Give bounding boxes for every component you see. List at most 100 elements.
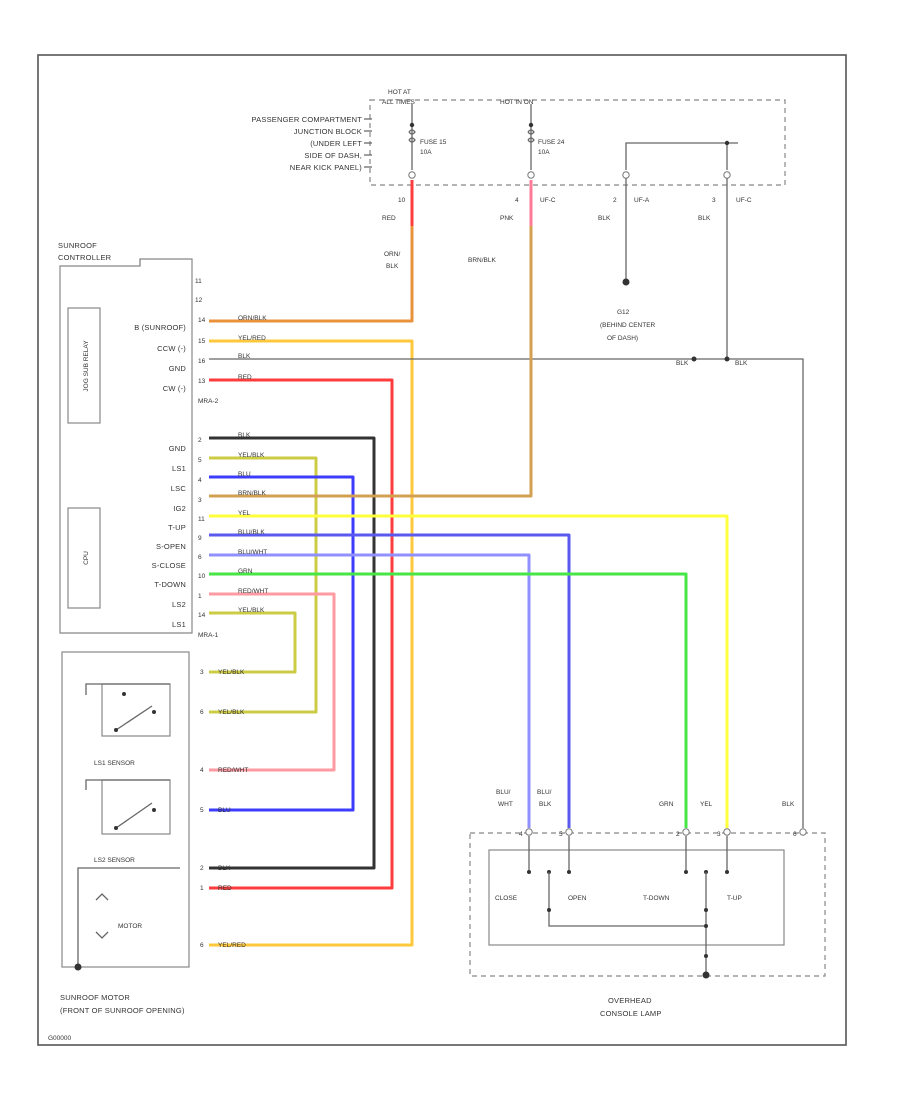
motor-pin-7: 6 (200, 942, 204, 949)
hot-run-label: HOT IN ON (500, 99, 534, 106)
lamp-wire-blk: BLK (782, 801, 795, 808)
motor-wire-7: YEL/RED (218, 942, 246, 949)
ls1-switch-box (101, 683, 171, 737)
lamp-wire-grn: GRN (659, 801, 674, 808)
wire-label-orn-blk-vert-1: ORN/ (384, 251, 400, 258)
controller-lower-pin-1: 2 (198, 437, 202, 444)
controller-upper-pin-2: 15 (198, 338, 206, 345)
wire-label-red: RED (238, 374, 252, 381)
controller-lower-pin-6: 9 (198, 535, 202, 542)
sunroof-controller: SUNROOF CONTROLLER JOG SUB RELAY CPU 11 … (58, 241, 219, 639)
controller-lower-pin-4: 3 (198, 497, 202, 504)
ls2-switch-box (101, 779, 171, 835)
wire-label-orn-blk-vert-2: BLK (386, 263, 399, 270)
controller-title-2: CONTROLLER (58, 253, 112, 262)
controller-lower-pin-name-7: S-CLOSE (152, 561, 186, 570)
controller-upper-pin-4: 13 (198, 378, 206, 385)
junction-block: HOT AT ALL TIMES HOT IN ON PASSENGER COM… (252, 89, 786, 222)
jog-sub-relay-box (67, 307, 101, 424)
motor-pin-1: 3 (200, 669, 204, 676)
controller-title-1: SUNROOF (58, 241, 97, 250)
wire-label-l8: GRN (238, 568, 253, 575)
controller-upper-pin-name-3: GND (169, 364, 187, 373)
motor-ground-line (77, 867, 180, 965)
lamp-wire-blu-wht-1: BLU/ (496, 789, 511, 796)
junction-name-line-5: NEAR KICK PANEL) (290, 163, 363, 172)
controller-lower-pin-8: 10 (198, 573, 206, 580)
conn-ufc2-label: UF-C (736, 197, 752, 204)
wire-label-l3: BLU (238, 471, 251, 478)
wire-label-l4: BRN/BLK (238, 490, 266, 497)
controller-lower-pin-name-1: GND (169, 444, 187, 453)
lamp-wire-yel: YEL (700, 801, 713, 808)
ground-g12: G12 (BEHIND CENTER OF DASH) (600, 178, 656, 342)
wire-label-l2: YEL/BLK (238, 452, 265, 459)
wire-blk-gnd2 (209, 436, 376, 870)
controller-upper-pin-name-1: B (SUNROOF) (134, 323, 186, 332)
controller-lower-pin-9: 1 (198, 593, 202, 600)
wire-label-yel-red: YEL/RED (238, 335, 266, 342)
lamp-switch-open: OPEN (568, 895, 587, 902)
motor-wire-5: BLK (218, 865, 231, 872)
cpu-box (67, 507, 101, 609)
fuse-24-icon (527, 129, 535, 143)
motor-wire-3: RED/WHT (218, 767, 248, 774)
wire-red-label: RED (382, 215, 396, 222)
controller-lower-pin-10: 14 (198, 612, 206, 619)
motor-wire-2: YEL/BLK (218, 709, 245, 716)
wire-label-l6: BLU/BLK (238, 529, 265, 536)
conn-mra1-label: MRA-1 (198, 632, 219, 639)
conn-mra2-label: MRA-2 (198, 398, 219, 405)
wire-blk-ground (209, 358, 804, 828)
junction-name-line-3: (UNDER LEFT (310, 139, 362, 148)
motor-pin-6: 1 (200, 885, 204, 892)
junction-name-line-1: PASSENGER COMPARTMENT (252, 115, 363, 124)
wire-label-blk: BLK (238, 353, 251, 360)
wire-blu-lsc (209, 475, 355, 812)
lamp-title-1: OVERHEAD (608, 996, 652, 1005)
wire-blu-blk-open (209, 533, 571, 828)
controller-lower-pin-name-6: S-OPEN (156, 542, 186, 551)
controller-upper-pin-3: 16 (198, 358, 206, 365)
controller-lower-pin-name-3: LSC (171, 484, 187, 493)
ls1-switch-blade (115, 705, 153, 731)
fuse-24-amp: 10A (538, 149, 550, 156)
controller-lower-pin-name-10: LS1 (172, 620, 186, 629)
ground-location-2: OF DASH) (607, 335, 638, 342)
motor-outline (61, 651, 190, 968)
wire-label-l7: BLU/WHT (238, 549, 267, 556)
wire-yel-red (209, 339, 414, 947)
junction-ground-bus (625, 142, 738, 170)
controller-lower-pin-3: 4 (198, 477, 202, 484)
lamp-ground-dot (702, 971, 710, 979)
wire-blk1-label: BLK (598, 215, 611, 222)
ls2-sensor-label: LS2 SENSOR (94, 857, 135, 864)
pin-3-label: 3 (712, 197, 716, 204)
lamp-inner-box (488, 849, 785, 946)
ground-location-1: (BEHIND CENTER (600, 322, 656, 329)
overhead-console-lamp: BLU/ WHT BLU/ BLK GRN YEL BLK 4 5 2 3 6 … (469, 789, 826, 1018)
lamp-pin-1: 4 (519, 831, 523, 838)
diagram-frame (37, 54, 847, 1046)
lamp-outline (469, 832, 826, 977)
motor-wire-6: RED (218, 885, 232, 892)
lamp-switch-tup: T-UP (727, 895, 742, 902)
motor-wire-4: BLU (218, 807, 231, 814)
controller-lower-pin-name-9: LS2 (172, 600, 186, 609)
wire-label-l5: YEL (238, 510, 251, 517)
controller-lower-pin-name-8: T-DOWN (154, 580, 186, 589)
lamp-pin-5: 6 (793, 831, 797, 838)
controller-lower-pin-7: 6 (198, 554, 202, 561)
motor-pin-2: 6 (200, 709, 204, 716)
motor-ground-dot (74, 963, 82, 971)
lamp-wire-blu-blk-2: BLK (539, 801, 552, 808)
junction-name-line-4: SIDE OF DASH, (304, 151, 362, 160)
wire-labels: ORN/BLK YEL/RED BLK RED BLK YEL/BLK BLU … (238, 251, 748, 614)
fuse-24-label: FUSE 24 (538, 139, 565, 146)
conn-ufa-label: UF-A (634, 197, 650, 204)
motor-pin-5: 2 (200, 865, 204, 872)
motor-label: MOTOR (118, 923, 142, 930)
wire-red-wht-ls2 (209, 592, 336, 772)
all-times-label: ALL TIMES (382, 99, 416, 106)
